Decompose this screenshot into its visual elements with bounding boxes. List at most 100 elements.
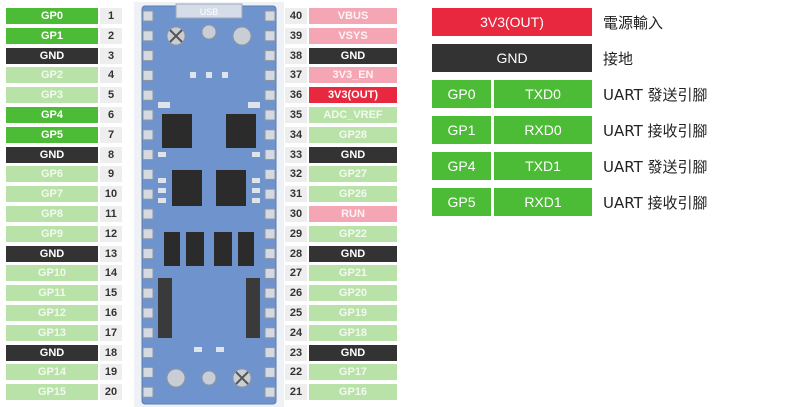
pin-number-38: 38 xyxy=(285,47,307,64)
pin-number-24: 24 xyxy=(285,324,307,341)
pin-label-5: GP3 xyxy=(6,87,98,104)
pin-label-33: GND xyxy=(309,146,397,163)
pin-number-12: 12 xyxy=(100,225,122,242)
board-pad-right-15 xyxy=(264,287,276,299)
pin-number-19: 19 xyxy=(100,364,122,381)
legend-description: UART 接收引腳 xyxy=(603,193,708,212)
board-pad-right-1 xyxy=(264,10,276,22)
pin-label-17: GP13 xyxy=(6,324,98,341)
pin-label-35: ADC_VREF xyxy=(309,107,397,123)
pin-number-25: 25 xyxy=(285,305,307,321)
pin-number-20: 20 xyxy=(100,384,122,401)
pin-label-36: 3V3(OUT) xyxy=(309,87,397,104)
board-pad-right-10 xyxy=(264,188,276,200)
pin-number-37: 37 xyxy=(285,67,307,84)
board-pads xyxy=(142,10,276,398)
pin-label-20: GP15 xyxy=(6,384,98,401)
pin-number-40: 40 xyxy=(285,8,307,24)
pin-number-13: 13 xyxy=(100,245,122,262)
board-pcb xyxy=(141,5,277,405)
pin-label-24: GP18 xyxy=(309,324,397,341)
pin-label-39: VSYS xyxy=(309,27,397,44)
pin-label-18: GND xyxy=(6,344,98,361)
pin-number-39: 39 xyxy=(285,27,307,44)
board-pad-left-19 xyxy=(142,366,154,378)
pin-number-6: 6 xyxy=(100,107,122,123)
pin-label-25: GP19 xyxy=(309,305,397,321)
legend-description: UART 接收引腳 xyxy=(603,121,708,140)
pin-number-8: 8 xyxy=(100,146,122,163)
pin-label-13: GND xyxy=(6,245,98,262)
pin-number-30: 30 xyxy=(285,206,307,222)
pin-number-31: 31 xyxy=(285,186,307,203)
pin-label-32: GP27 xyxy=(309,166,397,183)
board-pad-right-20 xyxy=(264,386,276,398)
board-pad-right-3 xyxy=(264,50,276,62)
board-pad-left-20 xyxy=(142,386,154,398)
pin-number-36: 36 xyxy=(285,87,307,104)
pin-label-27: GP21 xyxy=(309,265,397,282)
pin-number-9: 9 xyxy=(100,166,122,183)
pin-label-7: GP5 xyxy=(6,126,98,143)
pin-number-2: 2 xyxy=(100,27,122,44)
pin-label-8: GND xyxy=(6,146,98,163)
board-pad-right-2 xyxy=(264,30,276,42)
pin-number-11: 11 xyxy=(100,206,122,222)
board-pad-right-9 xyxy=(264,168,276,180)
board-pad-left-3 xyxy=(142,50,154,62)
pin-number-27: 27 xyxy=(285,265,307,282)
board-pad-left-7 xyxy=(142,129,154,141)
board-pad-left-13 xyxy=(142,248,154,260)
board-pad-left-5 xyxy=(142,89,154,101)
pin-label-2: GP1 xyxy=(6,27,98,44)
pin-number-17: 17 xyxy=(100,324,122,341)
board-pad-left-14 xyxy=(142,267,154,279)
pin-number-21: 21 xyxy=(285,384,307,401)
board-pad-right-8 xyxy=(264,149,276,161)
pin-number-5: 5 xyxy=(100,87,122,104)
usb-label: USB xyxy=(200,7,219,17)
pin-number-15: 15 xyxy=(100,285,122,302)
pin-label-38: GND xyxy=(309,47,397,64)
pin-label-28: GND xyxy=(309,245,397,262)
pin-label-1: GP0 xyxy=(6,8,98,24)
pin-label-34: GP28 xyxy=(309,126,397,143)
bottom-mounting-holes xyxy=(166,368,252,388)
pin-number-22: 22 xyxy=(285,364,307,381)
pin-number-14: 14 xyxy=(100,265,122,282)
pin-label-23: GND xyxy=(309,344,397,361)
pin-label-31: GP26 xyxy=(309,186,397,203)
pin-number-32: 32 xyxy=(285,166,307,183)
pin-label-37: 3V3_EN xyxy=(309,67,397,84)
board-pad-right-14 xyxy=(264,267,276,279)
pin-label-9: GP6 xyxy=(6,166,98,183)
pin-label-12: GP9 xyxy=(6,225,98,242)
board-pad-right-19 xyxy=(264,366,276,378)
board-pad-right-16 xyxy=(264,307,276,319)
board-pad-left-15 xyxy=(142,287,154,299)
board-pad-right-17 xyxy=(264,327,276,339)
usb-connector xyxy=(175,3,243,19)
board-pad-left-8 xyxy=(142,149,154,161)
legend-cell-rxd0: RXD0 xyxy=(494,116,592,144)
board-pad-left-16 xyxy=(142,307,154,319)
pin-number-10: 10 xyxy=(100,186,122,203)
legend-cell-txd1: TXD1 xyxy=(494,152,592,180)
pin-label-21: GP16 xyxy=(309,384,397,401)
pin-label-14: GP10 xyxy=(6,265,98,282)
board-pad-left-4 xyxy=(142,69,154,81)
pin-label-30: RUN xyxy=(309,206,397,222)
board-pad-right-7 xyxy=(264,129,276,141)
pin-number-7: 7 xyxy=(100,126,122,143)
legend-cell-gp4: GP4 xyxy=(432,152,491,180)
pin-label-40: VBUS xyxy=(309,8,397,24)
pin-number-18: 18 xyxy=(100,344,122,361)
pin-number-28: 28 xyxy=(285,245,307,262)
pin-label-11: GP8 xyxy=(6,206,98,222)
pin-label-22: GP17 xyxy=(309,364,397,381)
top-mounting-holes xyxy=(166,24,252,46)
board-pad-right-13 xyxy=(264,248,276,260)
pin-label-29: GP22 xyxy=(309,225,397,242)
pin-number-23: 23 xyxy=(285,344,307,361)
pico-board: USB xyxy=(134,2,284,407)
